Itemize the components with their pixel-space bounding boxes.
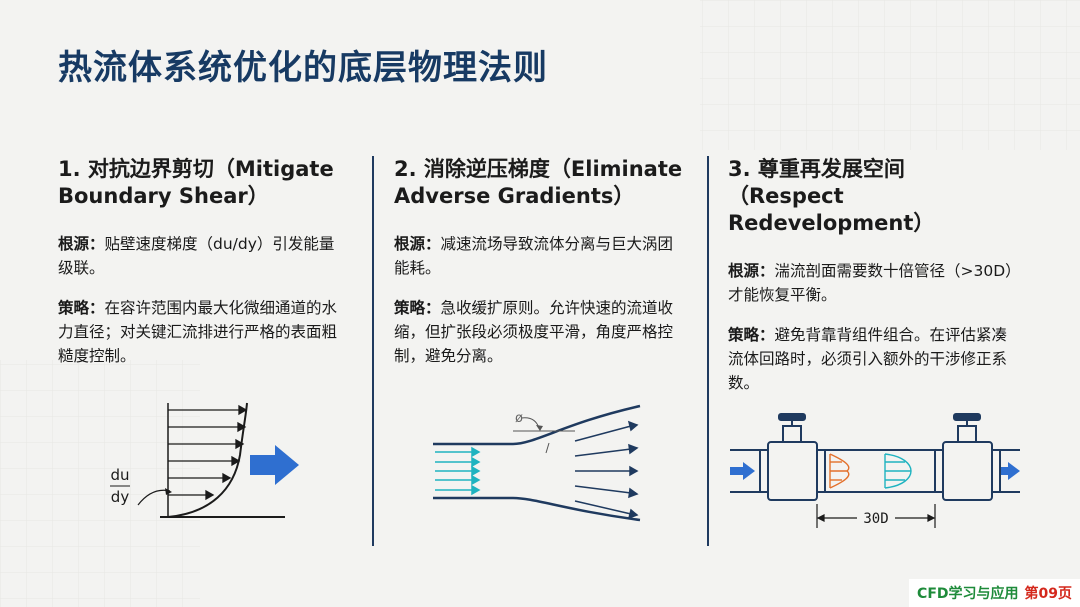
root-cause-text: 根源：贴壁速度梯度（du/dy）引发能量级联。 (58, 235, 335, 277)
page-title: 热流体系统优化的底层物理法则 (58, 48, 548, 88)
developed-velocity-profile (884, 453, 912, 489)
valve-right (934, 413, 1001, 501)
valve-left (759, 413, 826, 501)
outlet-flow-arrow (995, 462, 1020, 480)
principle-heading: 2. 消除逆压梯度（Eliminate Adverse Gradients） (394, 157, 683, 208)
inlet-flow-vectors (435, 446, 481, 496)
strategy-text: 策略：急收缓扩原则。允许快速的流道收缩，但扩张段必须极度平滑，角度严格控制，避免… (394, 299, 674, 365)
root-cause-text: 根源：湍流剖面需要数十倍管径（>30D）才能恢复平衡。 (728, 262, 1013, 304)
spacing-dimension (816, 504, 936, 528)
diffuser-lower-wall (433, 496, 641, 522)
footer-tag: CFD学习与应用 第09页 (909, 579, 1080, 607)
diffuser-diagram: ø (433, 404, 641, 522)
diffuser-upper-wall (433, 404, 641, 446)
velocity-profile-curve (167, 402, 248, 518)
strategy-text: 策略：在容许范围内最大化微细通道的水力直径；对关键汇流排进行严格的表面粗糙度控制… (58, 299, 338, 365)
spacing-label: 30D (863, 511, 888, 527)
outlet-flow-vectors (574, 420, 639, 520)
principle-heading: 3. 尊重再发展空间（Respect Redevelopment） (728, 157, 935, 235)
flow-direction-arrow (250, 445, 299, 485)
diffuser-angle-label: ø (515, 411, 523, 426)
principle-heading: 1. 对抗边界剪切（Mitigate Boundary Shear） (58, 157, 334, 208)
footer-page-number: 第09页 (1024, 586, 1072, 602)
footer-brand: CFD学习与应用 (917, 586, 1019, 602)
root-cause-text: 根源：减速流场导致流体分离与巨大涡团能耗。 (394, 235, 674, 277)
gradient-numerator: du (110, 466, 129, 484)
inlet-flow-arrow (730, 462, 755, 480)
principle-column-1: 1. 对抗边界剪切（Mitigate Boundary Shear） 根源：贴壁… (58, 156, 348, 384)
gradient-denominator: dy (111, 488, 130, 506)
velocity-vectors (168, 404, 248, 501)
column-divider (372, 156, 374, 546)
boundary-layer-diagram: du dy (110, 402, 299, 518)
pipe-redevelopment-diagram: 30D (730, 413, 1020, 528)
principle-column-2: 2. 消除逆压梯度（Eliminate Adverse Gradients） 根… (394, 156, 684, 384)
column-divider (707, 156, 709, 546)
strategy-text: 策略：避免背靠背组件组合。在评估紧凑流体回路时，必须引入额外的干涉修正系数。 (728, 326, 1008, 392)
gradient-arc (137, 489, 171, 506)
principle-column-3: 3. 尊重再发展空间（Respect Redevelopment） 根源：湍流剖… (728, 156, 1018, 411)
disturbed-velocity-profile (829, 453, 850, 489)
